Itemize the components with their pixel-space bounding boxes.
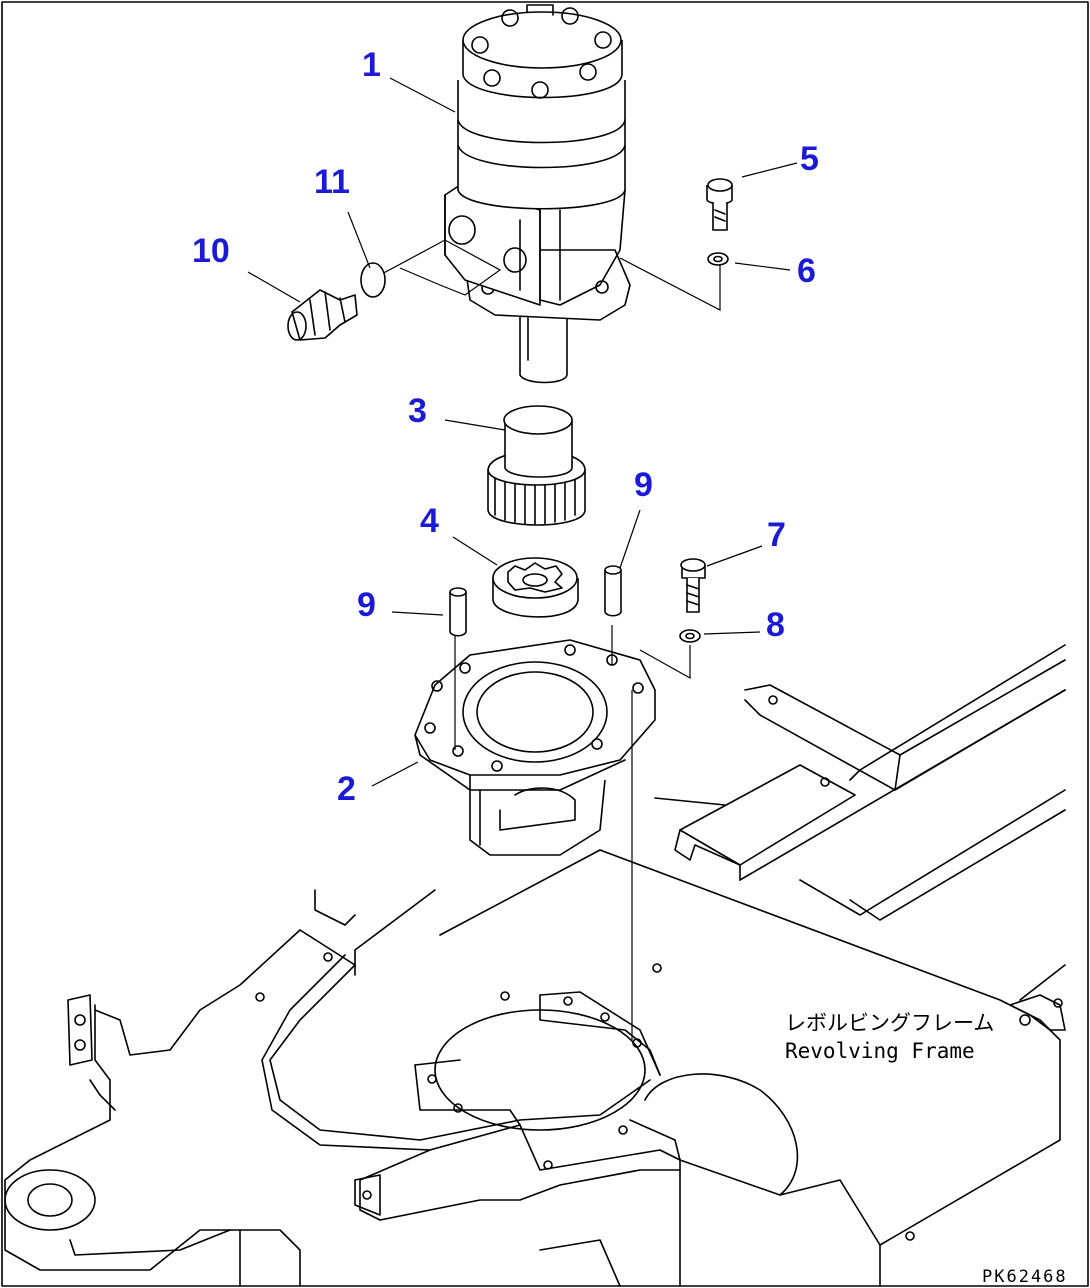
callout-2: 2 [337,770,356,808]
part-8-washer-hole [685,632,695,640]
callout-4: 4 [420,502,439,540]
part-6-washer-hole [713,255,723,263]
leader-lines [247,77,798,787]
washer-guide [639,645,691,680]
part-3-gear [487,405,586,526]
frame-label-en: Revolving Frame [785,1039,975,1063]
part-11-o-ring [360,262,386,298]
bolt5-guide [619,257,721,311]
callout-11: 11 [314,163,350,201]
callout-1: 1 [362,46,381,84]
callout-10: 10 [192,232,230,270]
callout-3: 3 [408,392,427,430]
part-7-bolt [680,558,706,613]
part-1-motor [444,4,631,384]
callout-9-left: 9 [357,586,376,624]
part-8-washer [679,629,701,643]
callout-7: 7 [767,516,786,554]
part-10-fitting [287,289,358,341]
part-2-gear-case [414,639,656,856]
part-9-dowel-left [449,587,467,637]
part-9-dowel-right [604,565,622,617]
callout-6: 6 [797,252,816,290]
callout-5: 5 [800,140,819,178]
revolving-frame [4,644,1066,1287]
part-5-bolt [706,178,733,231]
port-guide [379,239,502,296]
part-4-bearing [492,557,579,618]
callout-9-right: 9 [634,466,653,504]
figure-code: PK62468 [982,1267,1068,1287]
part-6-washer [707,252,729,266]
frame-label-jp: レボルビングフレーム [785,1011,994,1035]
callout-8: 8 [766,606,785,644]
